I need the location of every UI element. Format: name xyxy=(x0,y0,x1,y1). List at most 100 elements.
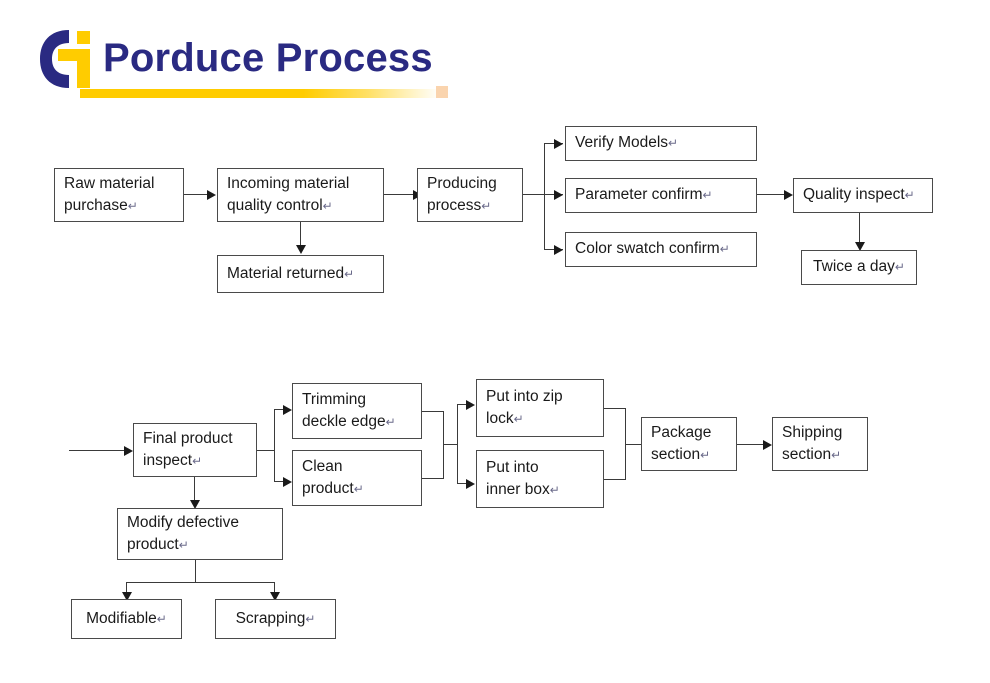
node-package-section[interactable]: Package section↵ xyxy=(641,417,737,471)
node-label: Material returned xyxy=(227,264,345,282)
arrowhead-entry-to-final-inspect xyxy=(124,446,133,456)
return-mark: ↵ xyxy=(127,199,138,213)
return-mark: ↵ xyxy=(322,199,333,213)
arrowhead-to-inner-box xyxy=(466,479,475,489)
node-label: Modifiable xyxy=(86,609,157,627)
connector-final-to-clean xyxy=(274,481,289,483)
node-color-swatch-confirm[interactable]: Color swatch confirm↵ xyxy=(565,232,757,267)
node-quality-inspect[interactable]: Quality inspect↵ xyxy=(793,178,933,213)
return-mark: ↵ xyxy=(385,415,396,429)
node-put-into-inner-box[interactable]: Put into inner box↵ xyxy=(476,450,604,508)
arrowhead-to-zip-lock xyxy=(466,400,475,410)
node-label: Put into zip lock xyxy=(486,387,563,427)
node-final-product-inspect[interactable]: Final product inspect↵ xyxy=(133,423,257,477)
node-material-returned[interactable]: Material returned↵ xyxy=(217,255,384,293)
connector-quality-to-twice-a-day xyxy=(859,213,861,244)
node-label: Put into inner box xyxy=(486,458,550,498)
arrowhead-to-verify-models xyxy=(554,139,563,149)
node-label: Final product inspect xyxy=(143,429,233,469)
return-mark: ↵ xyxy=(668,136,679,151)
node-raw-material-purchase[interactable]: Raw material purchase↵ xyxy=(54,168,184,222)
arrowhead-to-scrapping xyxy=(270,592,280,601)
node-put-into-zip-lock[interactable]: Put into zip lock↵ xyxy=(476,379,604,437)
return-mark: ↵ xyxy=(719,242,730,257)
node-label: Clean product xyxy=(302,457,354,497)
connector-split-vertical xyxy=(457,404,459,484)
connector-entry-to-final-inspect xyxy=(69,450,125,452)
arrowhead-to-trimming xyxy=(283,405,292,415)
page-header: Porduce Process xyxy=(0,0,990,120)
node-label: Incoming material quality control xyxy=(227,174,350,214)
connector-innerbox-merge xyxy=(604,479,626,481)
return-mark: ↵ xyxy=(156,611,167,626)
connector-to-zip-lock xyxy=(457,404,472,406)
node-label: Parameter confirm xyxy=(575,186,703,204)
connector-clean-merge-bottom xyxy=(422,478,444,480)
node-label: Color swatch confirm xyxy=(575,240,720,258)
connector-final-to-trimming xyxy=(274,409,289,411)
return-mark: ↵ xyxy=(353,482,364,496)
connector-trimming-merge-top xyxy=(422,411,444,413)
node-clean-product[interactable]: Clean product↵ xyxy=(292,450,422,506)
node-label: Verify Models xyxy=(575,134,669,152)
arrowhead-to-color-swatch xyxy=(554,245,563,255)
node-parameter-confirm[interactable]: Parameter confirm↵ xyxy=(565,178,757,213)
node-label: Modify defective product xyxy=(127,513,239,553)
node-producing-process[interactable]: Producing process↵ xyxy=(417,168,523,222)
connector-final-bus-vertical xyxy=(274,409,276,482)
company-logo-icon xyxy=(40,30,90,88)
node-twice-a-day[interactable]: Twice a day↵ xyxy=(801,250,917,285)
node-trimming-deckle-edge[interactable]: Trimming deckle edge↵ xyxy=(292,383,422,439)
arrowhead-to-quality-inspect xyxy=(784,190,793,200)
node-label: Raw material purchase xyxy=(64,174,155,214)
node-verify-models[interactable]: Verify Models↵ xyxy=(565,126,757,161)
arrowhead-raw-to-incoming xyxy=(207,190,216,200)
return-mark: ↵ xyxy=(831,448,842,462)
connector-producing-to-parameter-confirm xyxy=(544,194,563,196)
return-mark: ↵ xyxy=(904,188,915,203)
node-modify-defective-product[interactable]: Modify defective product↵ xyxy=(117,508,283,560)
connector-raw-to-incoming xyxy=(184,194,208,196)
arrowhead-incoming-to-returned xyxy=(296,245,306,254)
arrowhead-to-twice-a-day xyxy=(855,242,865,251)
connector-incoming-to-producing xyxy=(384,194,414,196)
arrowhead-to-modify-defective xyxy=(190,500,200,509)
node-label: Scrapping xyxy=(235,609,306,627)
return-mark: ↵ xyxy=(192,454,203,468)
page-title: Porduce Process xyxy=(103,36,433,80)
connector-package-to-shipping xyxy=(737,444,765,446)
connector-to-scrapping xyxy=(274,582,276,594)
node-shipping-section[interactable]: Shipping section↵ xyxy=(772,417,868,471)
connector-to-modifiable xyxy=(126,582,128,594)
node-label: Twice a day xyxy=(813,258,895,276)
connector-final-to-modify xyxy=(194,477,196,502)
connector-producing-to-verify-models xyxy=(544,143,563,145)
return-mark: ↵ xyxy=(549,483,560,497)
title-underline-rule xyxy=(80,89,440,98)
node-modifiable[interactable]: Modifiable↵ xyxy=(71,599,182,639)
connector-modify-split-bar xyxy=(126,582,275,584)
connector-final-bus-stub xyxy=(257,450,275,452)
connector-producing-to-color-swatch xyxy=(544,249,563,251)
node-scrapping[interactable]: Scrapping↵ xyxy=(215,599,336,639)
return-mark: ↵ xyxy=(178,538,189,552)
node-label: Shipping section xyxy=(782,423,843,463)
return-mark: ↵ xyxy=(513,412,524,426)
arrowhead-to-shipping-section xyxy=(763,440,772,450)
connector-merge-to-package xyxy=(625,444,642,446)
arrowhead-to-clean-product xyxy=(283,477,292,487)
connector-ziplock-merge xyxy=(604,408,626,410)
return-mark: ↵ xyxy=(700,448,711,462)
arrowhead-to-parameter-confirm xyxy=(554,190,563,200)
connector-merge-to-split-stub xyxy=(443,444,458,446)
arrowhead-to-modifiable xyxy=(122,592,132,601)
connector-producing-bus-stub xyxy=(523,194,545,196)
return-mark: ↵ xyxy=(481,199,492,213)
return-mark: ↵ xyxy=(894,260,905,275)
connector-to-inner-box xyxy=(457,483,472,485)
return-mark: ↵ xyxy=(305,611,316,626)
return-mark: ↵ xyxy=(702,188,713,203)
node-label: Trimming deckle edge xyxy=(302,390,386,430)
node-label: Producing process xyxy=(427,174,497,214)
node-incoming-material-quality-control[interactable]: Incoming material quality control↵ xyxy=(217,168,384,222)
